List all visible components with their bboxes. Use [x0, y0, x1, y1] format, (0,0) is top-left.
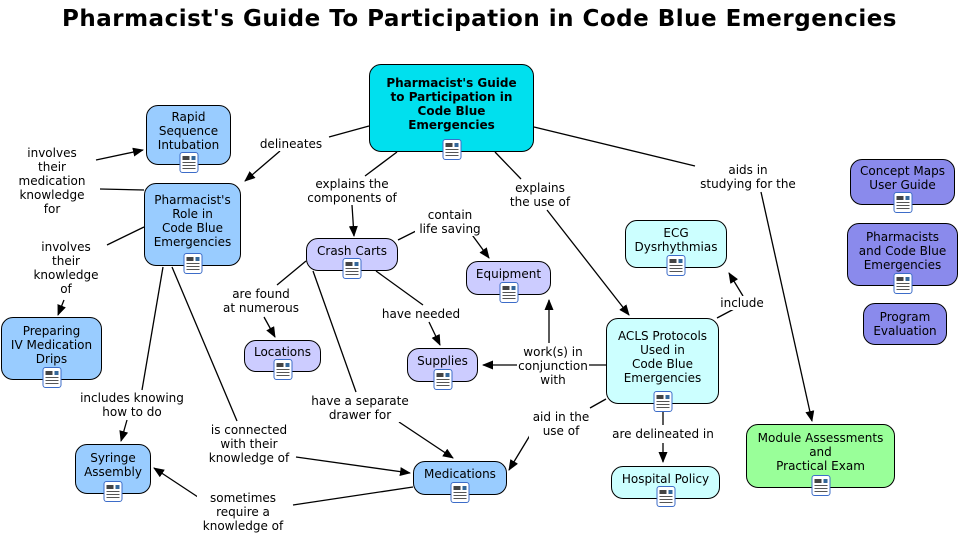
- node-preparing-iv-drips[interactable]: Preparing IV Medication Drips: [1, 317, 102, 388]
- link-label-sometimes-require[interactable]: sometimes require a knowledge of: [197, 491, 289, 533]
- node-acls-protocols-label: ACLS Protocols Used in Code Blue Emergen…: [617, 329, 708, 385]
- link-label-aids-in-studying[interactable]: aids in studying for the: [696, 163, 800, 191]
- node-concept-maps-user-guide[interactable]: Concept Maps User Guide: [850, 159, 955, 213]
- node-pharmacists-and-code-blue-label: Pharmacists and Code Blue Emergencies: [858, 229, 947, 272]
- node-supplies-label: Supplies: [417, 354, 468, 368]
- node-rapid-sequence-intubation[interactable]: Rapid Sequence Intubation: [146, 105, 231, 173]
- document-resource-icon[interactable]: [811, 475, 830, 496]
- node-concept-maps-user-guide-label: Concept Maps User Guide: [859, 164, 946, 192]
- node-syringe-assembly-label: Syringe Assembly: [84, 451, 142, 479]
- node-hospital-policy-label: Hospital Policy: [621, 471, 710, 486]
- document-resource-icon[interactable]: [103, 481, 123, 502]
- node-module-assessments-label: Module Assessments and Practical Exam: [757, 431, 884, 473]
- node-program-evaluation-label: Program Evaluation: [873, 310, 937, 338]
- node-locations-label: Locations: [253, 345, 311, 359]
- node-module-assessments[interactable]: Module Assessments and Practical Exam: [746, 424, 895, 496]
- document-resource-icon[interactable]: [893, 192, 912, 213]
- link-label-involves-knowledge-of[interactable]: involves their knowledge of: [26, 240, 106, 296]
- node-pharmacists-role[interactable]: Pharmacist's Role in Code Blue Emergenci…: [144, 183, 241, 274]
- link-label-explains-components[interactable]: explains the components of: [304, 177, 400, 205]
- link-label-delineates[interactable]: delineates: [253, 137, 329, 151]
- node-hospital-policy[interactable]: Hospital Policy: [611, 466, 720, 507]
- link-label-are-delineated-in[interactable]: are delineated in: [608, 427, 718, 441]
- node-medications[interactable]: Medications: [413, 461, 507, 503]
- node-main-label: Pharmacist's Guide to Participation in C…: [386, 76, 517, 132]
- link-label-involves-medication-knowledge[interactable]: involves their medication knowledge for: [10, 146, 94, 216]
- node-ecg-dysrhythmias-label: ECG Dysrhythmias: [634, 226, 718, 254]
- link-label-aid-in-the-use-of[interactable]: aid in the use of: [529, 410, 593, 438]
- document-resource-icon[interactable]: [653, 391, 672, 412]
- document-resource-icon[interactable]: [179, 152, 198, 173]
- document-resource-icon[interactable]: [342, 258, 362, 279]
- link-label-have-separate-drawer[interactable]: have a separate drawer for: [307, 394, 413, 422]
- node-pharmacists-and-code-blue[interactable]: Pharmacists and Code Blue Emergencies: [847, 223, 958, 294]
- document-resource-icon[interactable]: [499, 282, 518, 303]
- node-locations[interactable]: Locations: [244, 340, 321, 380]
- document-resource-icon[interactable]: [656, 486, 675, 507]
- node-equipment-label: Equipment: [475, 267, 542, 281]
- node-ecg-dysrhythmias[interactable]: ECG Dysrhythmias: [625, 220, 727, 276]
- node-syringe-assembly[interactable]: Syringe Assembly: [75, 444, 151, 502]
- node-main[interactable]: Pharmacist's Guide to Participation in C…: [369, 64, 534, 160]
- link-label-is-connected[interactable]: is connected with their knowledge of: [203, 423, 295, 465]
- link-label-contain-life-saving[interactable]: contain life saving: [415, 208, 485, 236]
- node-program-evaluation[interactable]: Program Evaluation: [863, 303, 947, 345]
- node-pharmacists-role-label: Pharmacist's Role in Code Blue Emergenci…: [153, 192, 232, 249]
- link-label-have-needed[interactable]: have needed: [378, 307, 464, 321]
- document-resource-icon[interactable]: [666, 255, 686, 276]
- node-rapid-sequence-intubation-label: Rapid Sequence Intubation: [157, 110, 220, 152]
- node-acls-protocols[interactable]: ACLS Protocols Used in Code Blue Emergen…: [606, 318, 719, 412]
- node-equipment[interactable]: Equipment: [466, 261, 551, 303]
- document-resource-icon[interactable]: [273, 359, 292, 380]
- document-resource-icon[interactable]: [442, 139, 461, 160]
- document-resource-icon[interactable]: [183, 253, 202, 274]
- node-supplies[interactable]: Supplies: [407, 348, 478, 390]
- document-resource-icon[interactable]: [450, 482, 470, 503]
- document-resource-icon[interactable]: [893, 273, 912, 294]
- link-label-explains-use[interactable]: explains the use of: [506, 181, 574, 209]
- node-crash-carts[interactable]: Crash Carts: [306, 238, 398, 279]
- diagram-title: Pharmacist's Guide To Participation in C…: [62, 6, 897, 32]
- link-label-include[interactable]: include: [717, 296, 767, 310]
- link-label-are-found[interactable]: are found at numerous: [219, 287, 303, 315]
- document-resource-icon[interactable]: [433, 369, 452, 390]
- document-resource-icon[interactable]: [42, 367, 61, 388]
- link-label-includes-knowing[interactable]: includes knowing how to do: [76, 391, 188, 419]
- node-preparing-iv-drips-label: Preparing IV Medication Drips: [10, 323, 93, 366]
- node-crash-carts-label: Crash Carts: [317, 243, 387, 258]
- link-label-works-in-conjunction[interactable]: work(s) in conjunction with: [517, 345, 589, 387]
- node-medications-label: Medications: [424, 467, 496, 481]
